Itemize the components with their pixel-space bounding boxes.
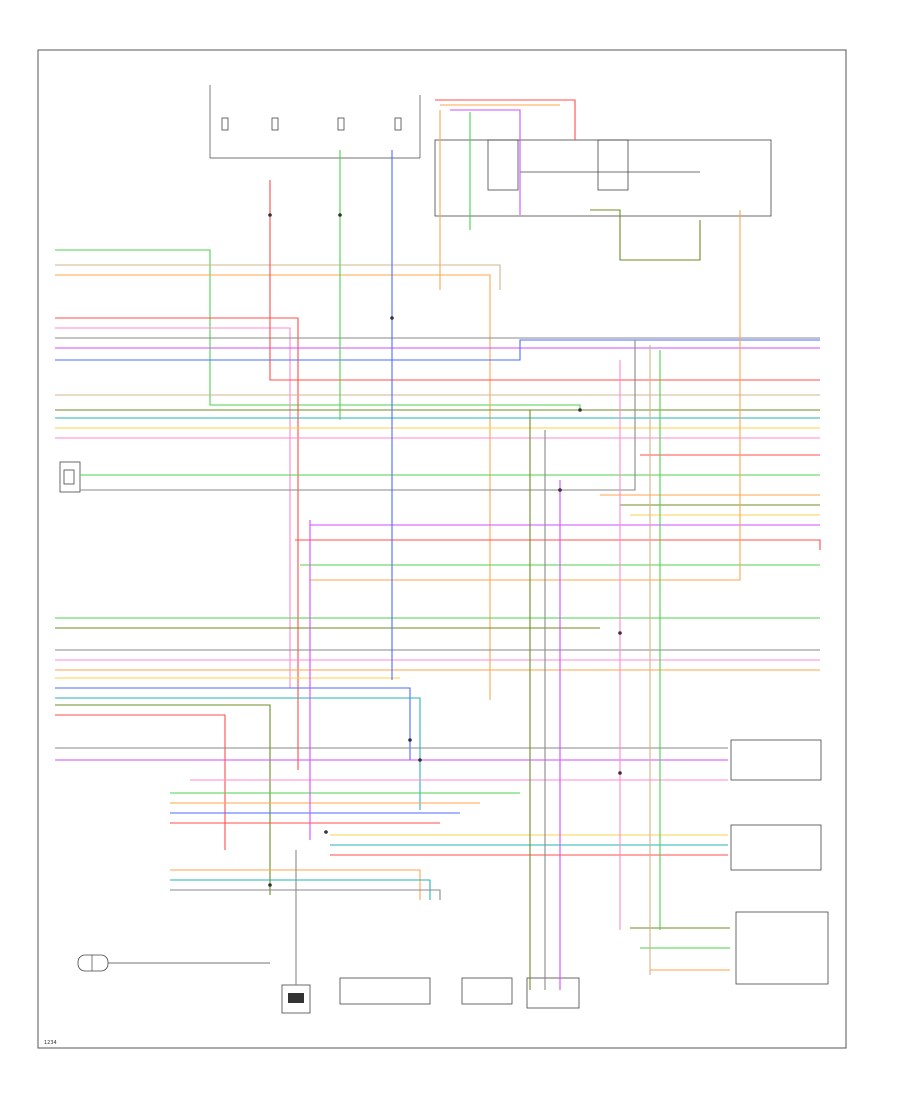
wires <box>55 99 821 990</box>
diagram-code: 1234 <box>44 1040 57 1046</box>
right-components <box>730 739 829 985</box>
bottom-component-2 <box>339 977 431 1005</box>
wire-blue-left-1 <box>55 687 411 760</box>
fuse-2 <box>271 117 279 131</box>
wire-teal-bottom-1 <box>170 879 431 900</box>
wire-tan-long-1 <box>55 264 501 290</box>
wire-blue-long-1 <box>55 339 820 361</box>
wire-red-long-1 <box>55 317 299 770</box>
right-component-3 <box>735 911 829 985</box>
wire-green-long-1 <box>55 249 581 410</box>
wire-red-mid-1 <box>295 539 821 550</box>
wire-pink-long-1 <box>55 327 291 688</box>
right-component-1 <box>730 739 822 781</box>
diagram-frame <box>37 49 847 1049</box>
wire-gray-bottom-1 <box>170 889 441 900</box>
fuse-3 <box>337 117 345 131</box>
component-left-connector <box>59 461 81 493</box>
wire-orange-bottom-1 <box>170 869 421 900</box>
right-component-2 <box>730 824 822 871</box>
fuse-4 <box>394 117 402 131</box>
relay-box-top-right <box>434 139 772 217</box>
bottom-component-3 <box>461 977 513 1005</box>
wire-orange-mid-1 <box>310 210 741 581</box>
wire-teal-left-1 <box>55 697 421 810</box>
fuse-1 <box>221 117 229 131</box>
wire-purple-top <box>450 109 521 215</box>
wire-darkgreen-left-2 <box>55 704 271 895</box>
wire-red-long-2 <box>269 180 820 381</box>
wire-darkgreen-right <box>590 209 701 261</box>
fuse-panel-top <box>209 85 421 159</box>
component-bottom-left-sensor <box>77 954 270 972</box>
splice-points <box>268 213 622 887</box>
relay-contact-1 <box>487 139 519 191</box>
wire-red-left-1 <box>55 714 226 850</box>
wire-gray-left-1 <box>80 340 636 491</box>
wire-red-top <box>435 99 576 140</box>
wire-orange-long-1 <box>55 274 491 700</box>
relay-contact-2 <box>597 139 629 191</box>
bottom-component-4 <box>526 977 580 1009</box>
component-bottom-row <box>281 977 580 1014</box>
